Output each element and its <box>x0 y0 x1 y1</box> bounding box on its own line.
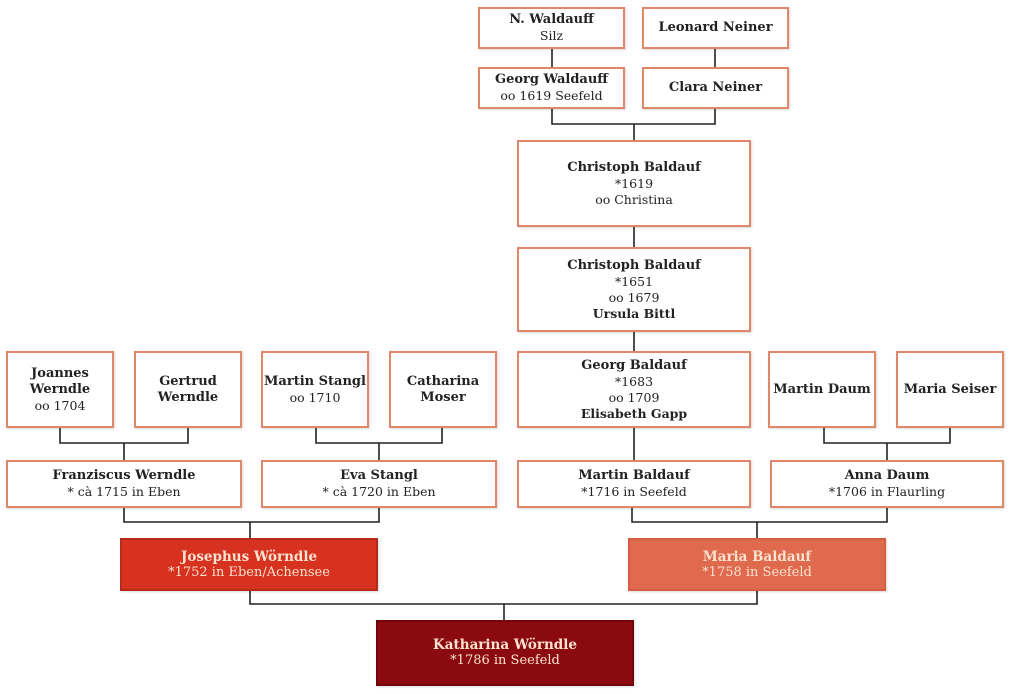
person-detail: *1619 <box>614 175 654 191</box>
person-detail: oo 1679 <box>608 289 660 305</box>
person-box-eva-stangl: Eva Stangl* cà 1720 in Eben <box>261 460 497 508</box>
person-name: Martin Baldauf <box>578 468 690 483</box>
person-name: Katharina Wörndle <box>433 637 577 653</box>
person-name: Christoph Baldauf <box>567 257 701 273</box>
person-box-martin-daum: Martin Daum <box>768 351 876 428</box>
person-box-maria-baldauf: Maria Baldauf*1758 in Seefeld <box>628 538 886 591</box>
person-box-josephus-worndle: Josephus Wörndle*1752 in Eben/Achensee <box>120 538 378 591</box>
person-name: Joannes Werndle <box>29 365 91 397</box>
person-detail: *1786 in Seefeld <box>450 653 560 668</box>
person-name: Christoph Baldauf <box>567 159 701 175</box>
person-detail: *1683 <box>614 373 654 389</box>
person-name: Catharina Moser <box>406 373 480 405</box>
person-box-franziscus-werndle: Franziscus Werndle* cà 1715 in Eben <box>6 460 242 508</box>
person-detail: oo 1710 <box>289 389 341 405</box>
person-box-martin-baldauf: Martin Baldauf*1716 in Seefeld <box>517 460 751 508</box>
person-name: Martin Daum <box>773 381 871 397</box>
person-name: Franziscus Werndle <box>52 468 196 483</box>
person-name: Clara Neiner <box>668 80 763 95</box>
person-detail: *1706 in Flaurling <box>828 484 946 499</box>
person-name: Georg Baldauf <box>581 357 687 373</box>
person-detail: *1651 <box>614 273 654 289</box>
person-name: Josephus Wörndle <box>180 548 318 565</box>
person-name: Eva Stangl <box>340 468 418 483</box>
person-name: Maria Seiser <box>903 381 997 397</box>
person-name: Martin Stangl <box>264 373 366 389</box>
person-detail: *1752 in Eben/Achensee <box>168 564 330 580</box>
person-box-catharina-moser: Catharina Moser <box>389 351 497 428</box>
person-box-maria-seiser: Maria Seiser <box>896 351 1004 428</box>
person-box-anna-daum: Anna Daum*1706 in Flaurling <box>770 460 1004 508</box>
person-box-katharina-worndle: Katharina Wörndle*1786 in Seefeld <box>376 620 634 686</box>
person-name: Gertrud Werndle <box>157 373 219 405</box>
person-name: N. Waldauff <box>509 12 594 27</box>
person-box-gertrud-werndle: Gertrud Werndle <box>134 351 242 428</box>
person-detail: oo Christina <box>595 191 673 207</box>
person-detail: oo 1704 <box>34 397 86 413</box>
person-detail: * cà 1715 in Eben <box>67 484 181 499</box>
person-name: Georg Waldauff <box>495 72 608 87</box>
person-name: Leonard Neiner <box>658 20 773 35</box>
person-name: Anna Daum <box>844 468 930 483</box>
person-detail: oo 1619 Seefeld <box>500 88 603 103</box>
person-name: Maria Baldauf <box>702 548 812 565</box>
person-detail: oo 1709 <box>608 389 660 405</box>
person-box-clara-neiner: Clara Neiner <box>642 67 789 109</box>
person-box-leonard-neiner: Leonard Neiner <box>642 7 789 49</box>
person-detail: * cà 1720 in Eben <box>322 484 436 499</box>
person-spouse: Ursula Bittl <box>592 305 676 321</box>
person-spouse: Elisabeth Gapp <box>580 405 688 421</box>
person-detail: Silz <box>539 28 564 43</box>
person-detail: *1758 in Seefeld <box>702 564 812 580</box>
person-detail: *1716 in Seefeld <box>581 484 687 499</box>
